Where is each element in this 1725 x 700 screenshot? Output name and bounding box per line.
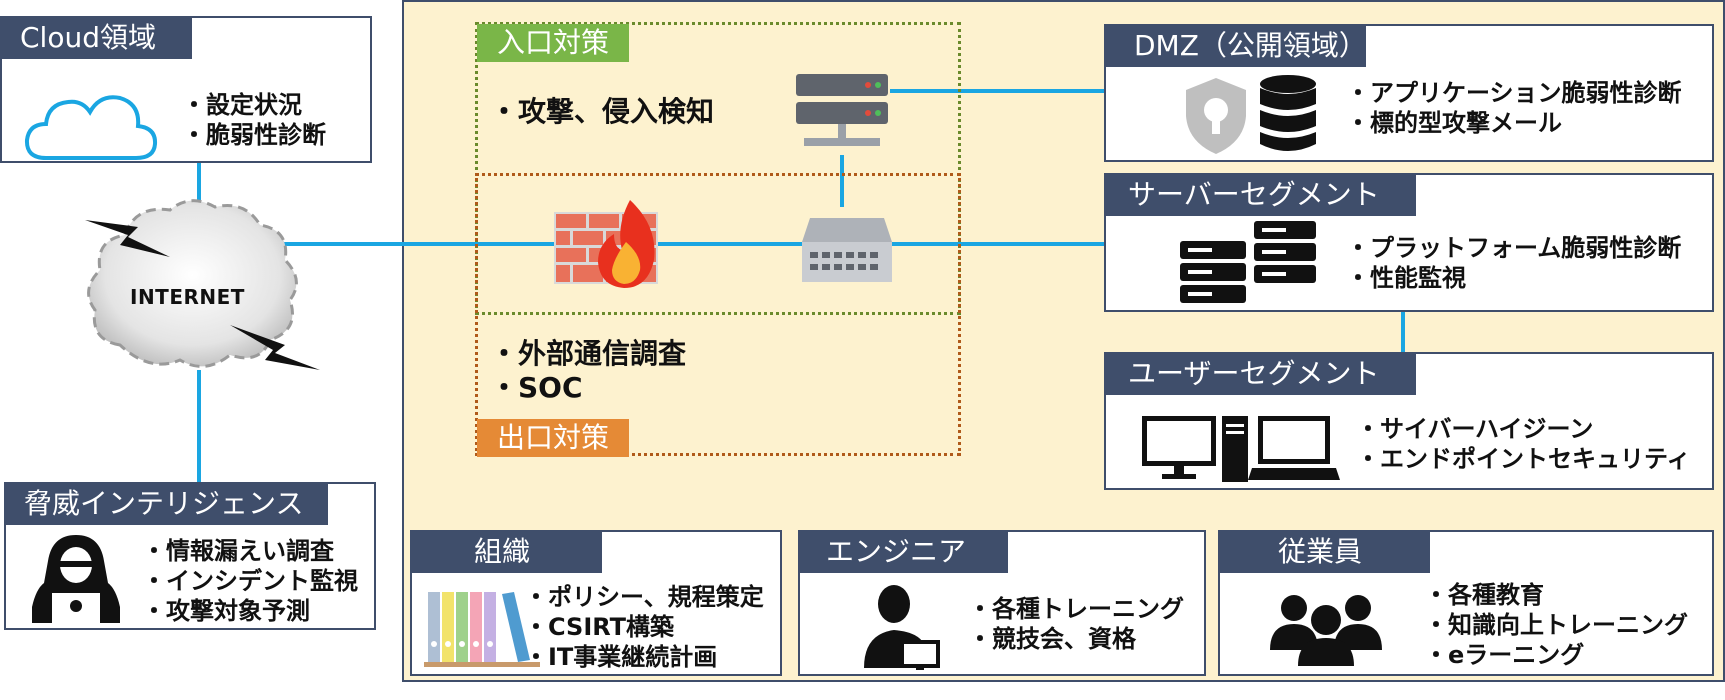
employee-item-1: ・各種教育 <box>1424 581 1544 609</box>
employee-item-3: ・eラーニング <box>1424 641 1585 669</box>
dmz-title: DMZ（公開領域） <box>1104 24 1367 67</box>
threat-panel: 脅威インテリジェンス ・情報漏えい調査 ・インシデント監視 ・攻撃対象予測 <box>4 482 376 630</box>
exit-item-2: ・SOC <box>490 371 583 404</box>
engineer-panel: エンジニア ・各種トレーニング ・競技会、資格 <box>798 530 1206 676</box>
employee-item-2: ・知識向上トレーニング <box>1424 611 1688 639</box>
internet-main-link <box>270 242 1104 246</box>
user-panel: ユーザーセグメント ・サイバーハイジーン ・エンドポイントセキュリティ <box>1104 352 1714 490</box>
server-panel: サーバーセグメント ・プラットフォーム脆弱性診断 ・性能監視 <box>1104 173 1714 312</box>
switch-icon <box>802 218 892 282</box>
hacker-icon <box>32 535 120 623</box>
cloud-item-1: ・設定状況 <box>182 91 302 119</box>
shield-lock-icon <box>1186 78 1246 154</box>
threat-title: 脅威インテリジェンス <box>4 482 328 525</box>
internet-label: INTERNET <box>130 285 245 309</box>
entry-item-1: ・攻撃、侵入検知 <box>490 95 715 128</box>
server-title: サーバーセグメント <box>1104 173 1416 216</box>
cloud-title: Cloud領域 <box>0 16 192 59</box>
cloud-icon <box>24 95 158 160</box>
people-icon <box>1270 595 1382 666</box>
exit-zone <box>475 173 961 456</box>
threat-item-2: ・インシデント監視 <box>142 567 358 595</box>
cloud-internet-link <box>197 163 201 205</box>
engineer-item-1: ・各種トレーニング <box>968 595 1184 623</box>
cloud-panel: Cloud領域 ・設定状況 ・脆弱性診断 <box>0 16 372 163</box>
organization-item-3: ・IT事業継続計画 <box>524 643 718 671</box>
firewall-icon <box>554 200 658 288</box>
dmz-item-2: ・標的型攻撃メール <box>1346 109 1562 137</box>
organization-title: 組織 <box>410 530 602 573</box>
server-rack-icon <box>1180 221 1316 303</box>
database-icon <box>1260 75 1316 151</box>
exit-label: 出口対策 <box>477 419 630 457</box>
organization-item-1: ・ポリシー、規程策定 <box>524 583 764 611</box>
engineer-item-2: ・競技会、資格 <box>968 625 1136 653</box>
dmz-item-1: ・アプリケーション脆弱性診断 <box>1346 79 1682 107</box>
entry-label: 入口対策 <box>477 24 630 62</box>
cloud-item-2: ・脆弱性診断 <box>182 121 326 149</box>
server-item-2: ・性能監視 <box>1346 264 1466 292</box>
employee-title: 従業員 <box>1218 530 1430 573</box>
computer-icon <box>1142 416 1340 482</box>
employee-panel: 従業員 ・各種教育 ・知識向上トレーニング ・eラーニング <box>1218 530 1714 676</box>
binders-icon <box>424 592 540 667</box>
exit-item-1: ・外部通信調査 <box>490 337 687 370</box>
user-item-2: ・エンドポイントセキュリティ <box>1356 445 1691 473</box>
threat-item-1: ・情報漏えい調査 <box>142 537 334 565</box>
engineer-icon <box>864 585 940 670</box>
router-icon <box>796 74 888 146</box>
engineer-title: エンジニア <box>798 530 1008 573</box>
server-item-1: ・プラットフォーム脆弱性診断 <box>1346 234 1682 262</box>
organization-panel: 組織 ・ポリシー、規程策定 ・CSIRT構築 ・IT事業継続計画 <box>410 530 782 676</box>
user-item-1: ・サイバーハイジーン <box>1356 415 1594 443</box>
internet-threat-link <box>197 370 201 482</box>
entry-zone <box>475 22 961 315</box>
server-user-link <box>1401 310 1405 354</box>
router-switch-link <box>840 155 844 207</box>
router-server-link <box>890 89 1104 93</box>
user-title: ユーザーセグメント <box>1104 352 1416 395</box>
dmz-panel: DMZ（公開領域） ・アプリケーション脆弱性診断 ・標的型攻撃メール <box>1104 24 1714 162</box>
organization-item-2: ・CSIRT構築 <box>524 613 675 641</box>
threat-item-3: ・攻撃対象予測 <box>142 597 310 625</box>
internet-cloud-icon <box>85 199 320 370</box>
